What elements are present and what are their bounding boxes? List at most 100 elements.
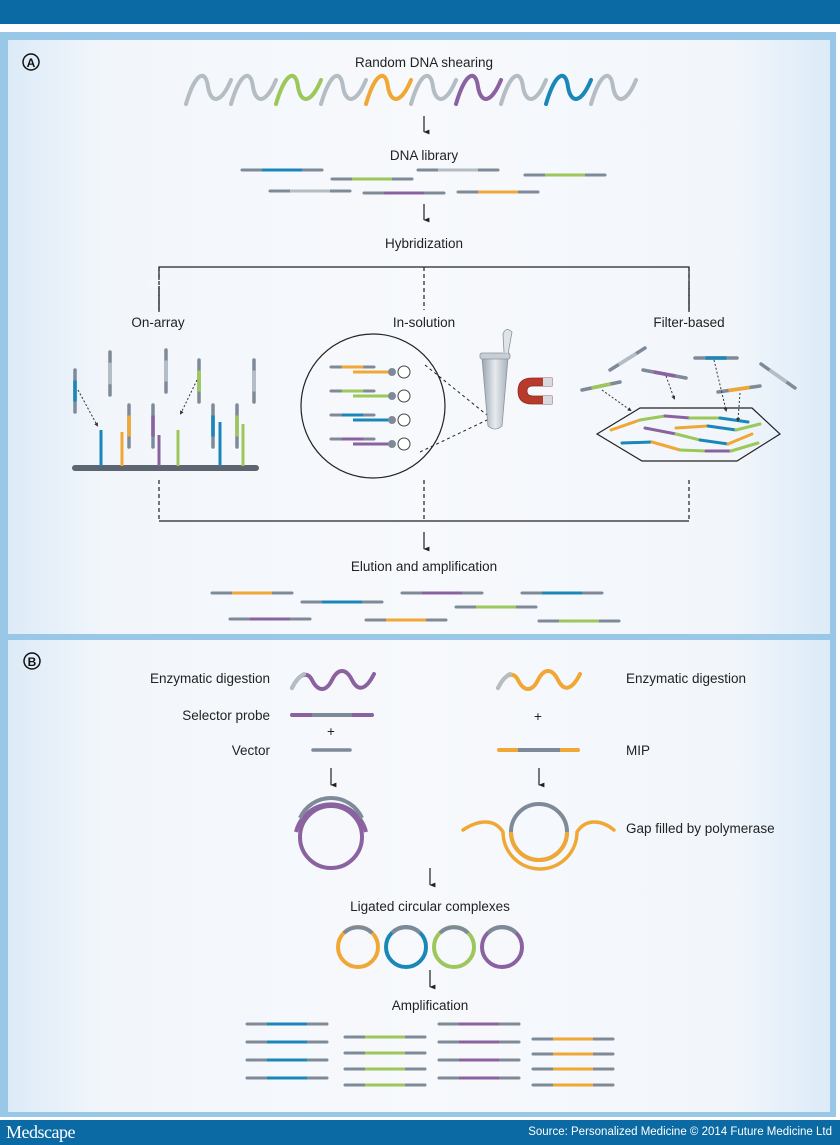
helix-segment (274, 73, 323, 106)
magnetic-bead (397, 365, 411, 379)
panel-b (8, 640, 830, 1112)
helix-segment (184, 73, 233, 106)
fragment-insert (768, 368, 788, 384)
filter-membrane (595, 407, 781, 462)
magnet-icon (517, 377, 553, 405)
flank (290, 672, 306, 690)
fragment-insert (617, 352, 638, 366)
helix-segment (589, 73, 638, 106)
hybridized-fragment (718, 416, 750, 424)
mip-arms (461, 820, 616, 871)
hybridization-arrow (736, 392, 741, 422)
svg-text:B: B (28, 655, 37, 669)
panel-a-marker: A (22, 53, 40, 71)
svg-text:A: A (27, 56, 36, 70)
header-bar (0, 0, 840, 24)
label-selector-probe: Selector probe (182, 708, 270, 723)
label-enzymatic-digestion-left: Enzymatic digestion (150, 671, 270, 686)
label-ligated-circular: Ligated circular complexes (350, 899, 510, 914)
digested-dna-purple (290, 669, 376, 691)
medscape-logo[interactable]: Medscape (6, 1122, 75, 1142)
hybridization-arrow (601, 389, 632, 412)
eluted-fragments (210, 591, 621, 623)
hybridized-fragment (734, 422, 762, 432)
selector-arc (294, 802, 368, 833)
panel-a (8, 40, 830, 634)
hybridization-bracket (158, 266, 690, 310)
hybridized-fragment (706, 424, 738, 432)
circle-backbone (342, 925, 374, 935)
label-filter-based: Filter-based (653, 315, 724, 330)
biotin (388, 440, 396, 448)
fragment-insert (591, 382, 611, 390)
label-dna-library: DNA library (390, 148, 459, 163)
hybridized-fragment (698, 438, 730, 446)
label-enzymatic-digestion-right: Enzymatic digestion (626, 671, 746, 686)
footer-bar: Medscape Source: Personalized Medicine ©… (0, 1120, 840, 1145)
plus-sign: + (534, 709, 542, 724)
circular-complex-selector (298, 804, 364, 870)
in-solution-illustration (300, 329, 553, 479)
tube-icon (479, 329, 513, 430)
hybridized-fragment (643, 426, 678, 436)
label-in-solution: In-solution (393, 315, 455, 330)
hybridization-arrow (77, 389, 98, 427)
label-on-array: On-array (131, 315, 185, 330)
panel-b-illustrations (290, 669, 616, 871)
vector-arc (298, 796, 364, 819)
hybridized-fragment (609, 418, 642, 432)
helix-segment (409, 73, 458, 106)
magnetic-bead (397, 413, 411, 427)
hybridization-arrow (180, 379, 198, 415)
hybridization-arrow (665, 375, 676, 400)
gap-fill (509, 831, 569, 862)
biotin (388, 368, 396, 376)
flank (496, 672, 512, 690)
plus-sign: + (327, 724, 335, 739)
label-elution-amplification: Elution and amplification (351, 559, 497, 574)
label-mip: MIP (626, 743, 650, 758)
elution-bracket (158, 480, 690, 522)
filter-based-illustration (580, 346, 797, 462)
source-credit: Source: Personalized Medicine © 2014 Fut… (528, 1126, 832, 1138)
hybridized-fragment (674, 432, 702, 442)
magnetic-bead (397, 389, 411, 403)
magnetic-bead (397, 437, 411, 451)
circle-backbone (390, 925, 422, 935)
helix-segment (319, 73, 368, 106)
hybridized-fragment (638, 414, 667, 422)
dna-library-fragments (240, 168, 607, 195)
zoom-circle (300, 333, 446, 479)
hybridized-fragment (674, 424, 710, 430)
biotin (388, 392, 396, 400)
label-vector: Vector (232, 743, 271, 758)
hybridized-fragment (663, 414, 692, 420)
dna-helix (184, 73, 638, 106)
helix-segment (544, 73, 593, 106)
diagram: A Random DNA shearing DNA library Hybrid… (22, 53, 797, 1087)
hybridized-fragment (650, 440, 682, 452)
circle-backbone (486, 925, 518, 935)
helix-segment (229, 73, 278, 106)
biotin (388, 416, 396, 424)
on-array-illustration (72, 348, 259, 471)
fragment-insert (653, 370, 676, 378)
panel-b-marker: B (23, 652, 41, 670)
amplified-fragments (245, 1022, 615, 1087)
digested-dna-orange (496, 669, 582, 691)
label-amplification: Amplification (392, 998, 469, 1013)
helix-segment (364, 73, 413, 106)
label-random-dna-shearing: Random DNA shearing (355, 55, 493, 70)
circle-backbone (438, 925, 470, 935)
label-gap-filled: Gap filled by polymerase (626, 821, 775, 836)
gap (150, 280, 170, 286)
ligated-circles (336, 925, 524, 969)
hybridized-fragment (729, 441, 760, 453)
hybridized-fragment (678, 448, 708, 453)
hybridized-fragment (726, 432, 754, 446)
fragment-insert (728, 385, 750, 393)
helix-segment (499, 73, 548, 106)
hybridized-fragment (620, 440, 654, 445)
helix-segment (454, 73, 503, 106)
label-hybridization: Hybridization (385, 236, 463, 251)
